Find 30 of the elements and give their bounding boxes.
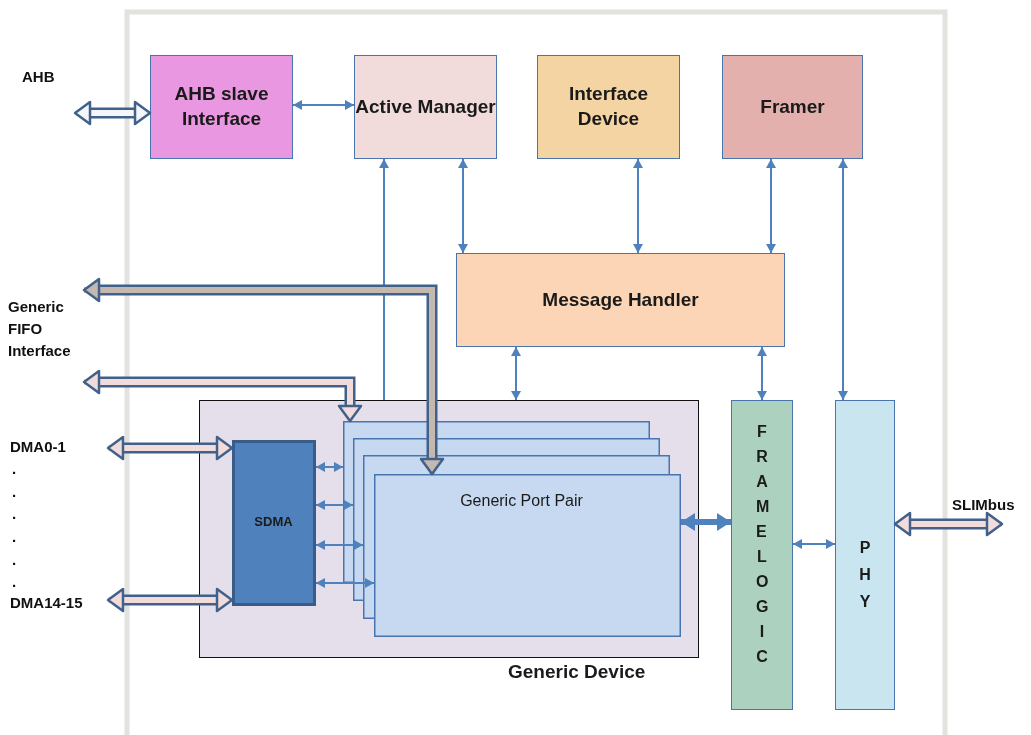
port-pair-stack (342, 420, 681, 637)
bus-label: SLIMbus (952, 494, 1030, 516)
bus-label: DMA14-15 (10, 592, 96, 614)
ellipsis-dot: . (12, 459, 17, 479)
ellipsis-dot: . (12, 527, 17, 547)
ellipsis-dot: . (12, 504, 17, 524)
bus-label: Generic FIFO Interface (8, 296, 82, 366)
sdma-box (231, 439, 316, 606)
block-title: Generic Device (508, 660, 646, 684)
block-label: Framer (760, 94, 825, 119)
ellipsis-dot: . (12, 482, 17, 502)
block-label: Active Manager (355, 94, 496, 119)
bus-label: AHB (22, 66, 64, 88)
block-label: FRAME LOGIC (756, 422, 768, 667)
block-box (722, 55, 863, 159)
frame-logic-bar (731, 400, 793, 710)
block-label: SDMA (254, 514, 293, 531)
ellipsis-dot: . (12, 550, 17, 570)
block-box (150, 55, 293, 159)
block-label: Generic Port Pair (460, 490, 583, 511)
block-label: AHB slave Interface (173, 82, 270, 131)
block-label: PHY (859, 538, 871, 612)
block-label: Interface Device (567, 82, 650, 131)
block-box (354, 55, 497, 159)
message-handler-box (456, 253, 785, 347)
ellipsis-dot: . (12, 572, 17, 592)
block-box (537, 55, 680, 159)
bus-label: DMA0-1 (10, 436, 80, 458)
block-label: Message Handler (542, 287, 699, 312)
phy-bar (835, 400, 895, 710)
